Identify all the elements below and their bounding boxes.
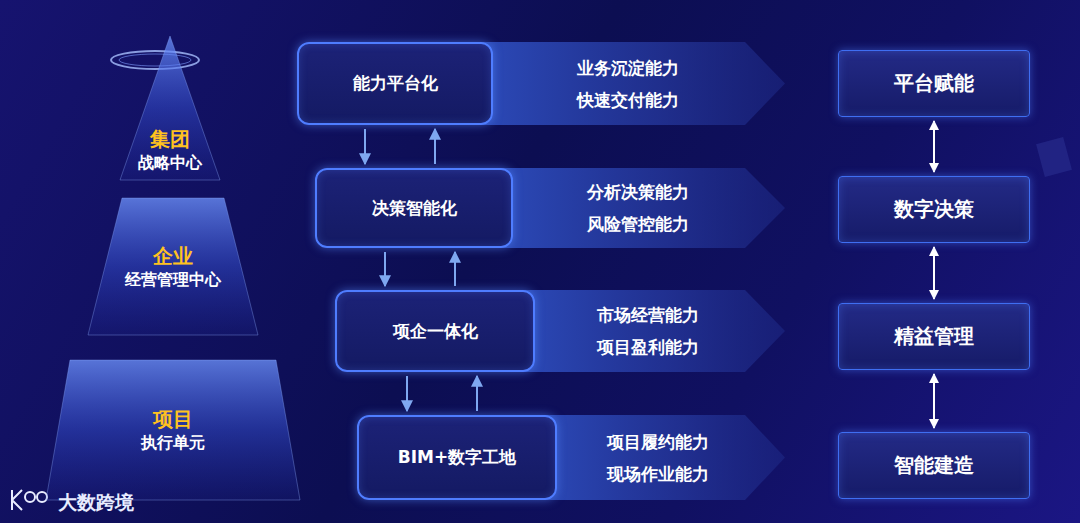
double-arrow [933, 247, 935, 299]
pyramid-tier: 企业经营管理中心 [80, 198, 266, 335]
capability-arrow: 市场经营能力项目盈利能力 [510, 290, 785, 372]
logo-stroke [25, 492, 35, 502]
process-box: BIM+数字工地 [357, 415, 557, 500]
box-label: 项企一体化 [393, 320, 478, 343]
capability-label: 快速交付能力 [577, 84, 679, 116]
flow-arrow [476, 376, 478, 411]
capability-arrow: 业务沉淀能力快速交付能力 [470, 42, 785, 125]
capability-label: 分析决策能力 [587, 176, 689, 208]
arrow-outline [490, 168, 785, 248]
arrow-outline [470, 42, 785, 125]
result-box: 数字决策 [838, 176, 1030, 243]
capability-label: 业务沉淀能力 [577, 52, 679, 84]
tier-label: 企业 [153, 243, 193, 269]
capability-label: 风险管控能力 [587, 208, 689, 240]
process-box: 项企一体化 [335, 290, 535, 372]
cube-deco [1036, 137, 1072, 177]
box-label: 平台赋能 [894, 70, 974, 97]
tier-label: 集团 [150, 126, 190, 152]
result-box: 精益管理 [838, 303, 1030, 370]
tier-label: 战略中心 [138, 152, 202, 174]
tier-fill [120, 36, 220, 180]
flow-arrow [364, 129, 366, 164]
tier-label: 执行单元 [141, 432, 205, 454]
arrow-fill [510, 290, 785, 372]
tier-fill [88, 198, 258, 335]
capability-label: 市场经营能力 [597, 299, 699, 331]
box-label: 能力平台化 [353, 72, 438, 95]
flow-arrow [384, 252, 386, 286]
box-label: BIM+数字工地 [398, 446, 516, 469]
arrow-fill [530, 415, 785, 500]
flow-arrow [434, 129, 436, 164]
pyramid-tier: 集团战略中心 [110, 36, 230, 180]
double-arrow [933, 121, 935, 172]
flow-arrow [454, 252, 456, 286]
tier-label: 项目 [153, 406, 193, 432]
pyramid-tier: 项目执行单元 [42, 360, 304, 500]
process-box: 能力平台化 [297, 42, 493, 125]
process-box: 决策智能化 [315, 168, 513, 248]
tier-label: 经营管理中心 [125, 269, 221, 291]
box-label: 精益管理 [894, 323, 974, 350]
result-box: 平台赋能 [838, 50, 1030, 117]
capability-arrow: 项目履约能力现场作业能力 [530, 415, 785, 500]
arrow-fill [470, 42, 785, 125]
flow-arrow [406, 376, 408, 411]
watermark: 大数跨境 [58, 490, 134, 516]
double-arrow [933, 374, 935, 428]
tier-fill [46, 360, 300, 500]
box-label: 智能建造 [894, 452, 974, 479]
logo-stroke [12, 490, 22, 510]
halo-ring [111, 51, 199, 69]
box-label: 数字决策 [894, 196, 974, 223]
arrow-fill [490, 168, 785, 248]
logo-mark [12, 490, 47, 510]
capability-label: 现场作业能力 [607, 458, 709, 490]
capability-label: 项目履约能力 [607, 426, 709, 458]
box-label: 决策智能化 [372, 197, 457, 220]
arrow-outline [530, 415, 785, 500]
result-box: 智能建造 [838, 432, 1030, 499]
capability-label: 项目盈利能力 [597, 331, 699, 363]
capability-arrow: 分析决策能力风险管控能力 [490, 168, 785, 248]
arrow-outline [510, 290, 785, 372]
